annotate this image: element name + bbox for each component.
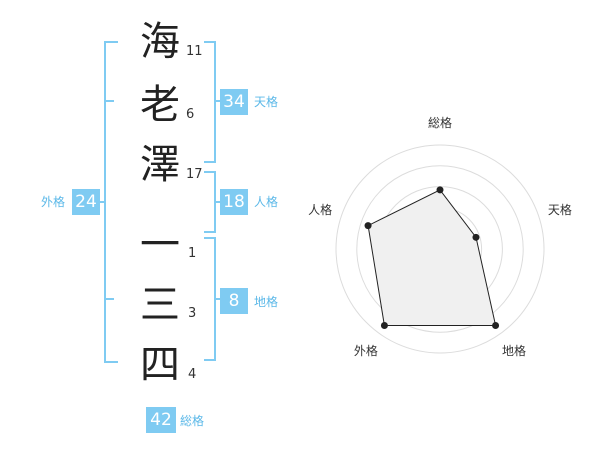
gaikaku-label: 外格 bbox=[41, 195, 66, 209]
name-char-4: 一 bbox=[140, 222, 180, 268]
soukaku-value: 42 bbox=[146, 407, 176, 433]
stroke-count-6: 4 bbox=[188, 367, 197, 382]
stroke-count-4: 1 bbox=[188, 246, 197, 261]
jinkaku-label: 人格 bbox=[254, 195, 279, 209]
chikaku-value: 8 bbox=[220, 288, 248, 314]
radar-axis-label-3: 地格 bbox=[502, 343, 526, 358]
radar-point-1 bbox=[436, 186, 444, 194]
tenkaku-pointer bbox=[216, 100, 222, 102]
radar-point-5 bbox=[364, 222, 372, 230]
stroke-count-2: 6 bbox=[186, 107, 195, 122]
gaikaku-connector bbox=[104, 100, 114, 102]
tenkaku-bracket bbox=[204, 41, 216, 163]
radar-point-2 bbox=[472, 233, 480, 241]
name-char-1: 海 bbox=[140, 19, 180, 65]
chikaku-pointer bbox=[216, 298, 222, 300]
name-char-6: 四 bbox=[140, 342, 180, 388]
stroke-count-1: 11 bbox=[186, 44, 203, 59]
jinkaku-pointer bbox=[216, 201, 222, 203]
jinkaku-value: 18 bbox=[220, 189, 248, 215]
name-char-2: 老 bbox=[140, 82, 180, 128]
radar-point-3 bbox=[492, 321, 500, 329]
radar-axis-label-2: 天格 bbox=[548, 202, 572, 217]
stroke-count-3: 17 bbox=[186, 167, 203, 182]
radar-points bbox=[364, 186, 500, 329]
radar-axis-label-4: 外格 bbox=[354, 343, 378, 358]
chikaku-bracket bbox=[204, 237, 216, 361]
radar-ring-4 bbox=[356, 165, 524, 333]
gaikaku-value: 24 bbox=[72, 189, 100, 215]
chikaku-label: 地格 bbox=[254, 295, 279, 309]
jinkaku-bracket bbox=[204, 171, 216, 233]
gaikaku-bracket bbox=[104, 41, 118, 363]
radar-axis-label-5: 人格 bbox=[308, 202, 332, 217]
radar-ring-5 bbox=[335, 144, 545, 354]
radar-axis-label-1: 総格 bbox=[428, 115, 452, 130]
name-char-3: 澤 bbox=[140, 142, 180, 188]
tenkaku-value: 34 bbox=[220, 89, 248, 115]
tenkaku-label: 天格 bbox=[254, 95, 279, 109]
gaikaku-pointer bbox=[98, 201, 104, 203]
radar-data-polygon bbox=[367, 189, 497, 326]
stroke-count-5: 3 bbox=[188, 306, 197, 321]
gaikaku-connector-lower bbox=[104, 298, 114, 300]
radar-point-4 bbox=[380, 321, 388, 329]
soukaku-label: 総格 bbox=[180, 414, 205, 428]
name-char-5: 三 bbox=[140, 282, 180, 328]
